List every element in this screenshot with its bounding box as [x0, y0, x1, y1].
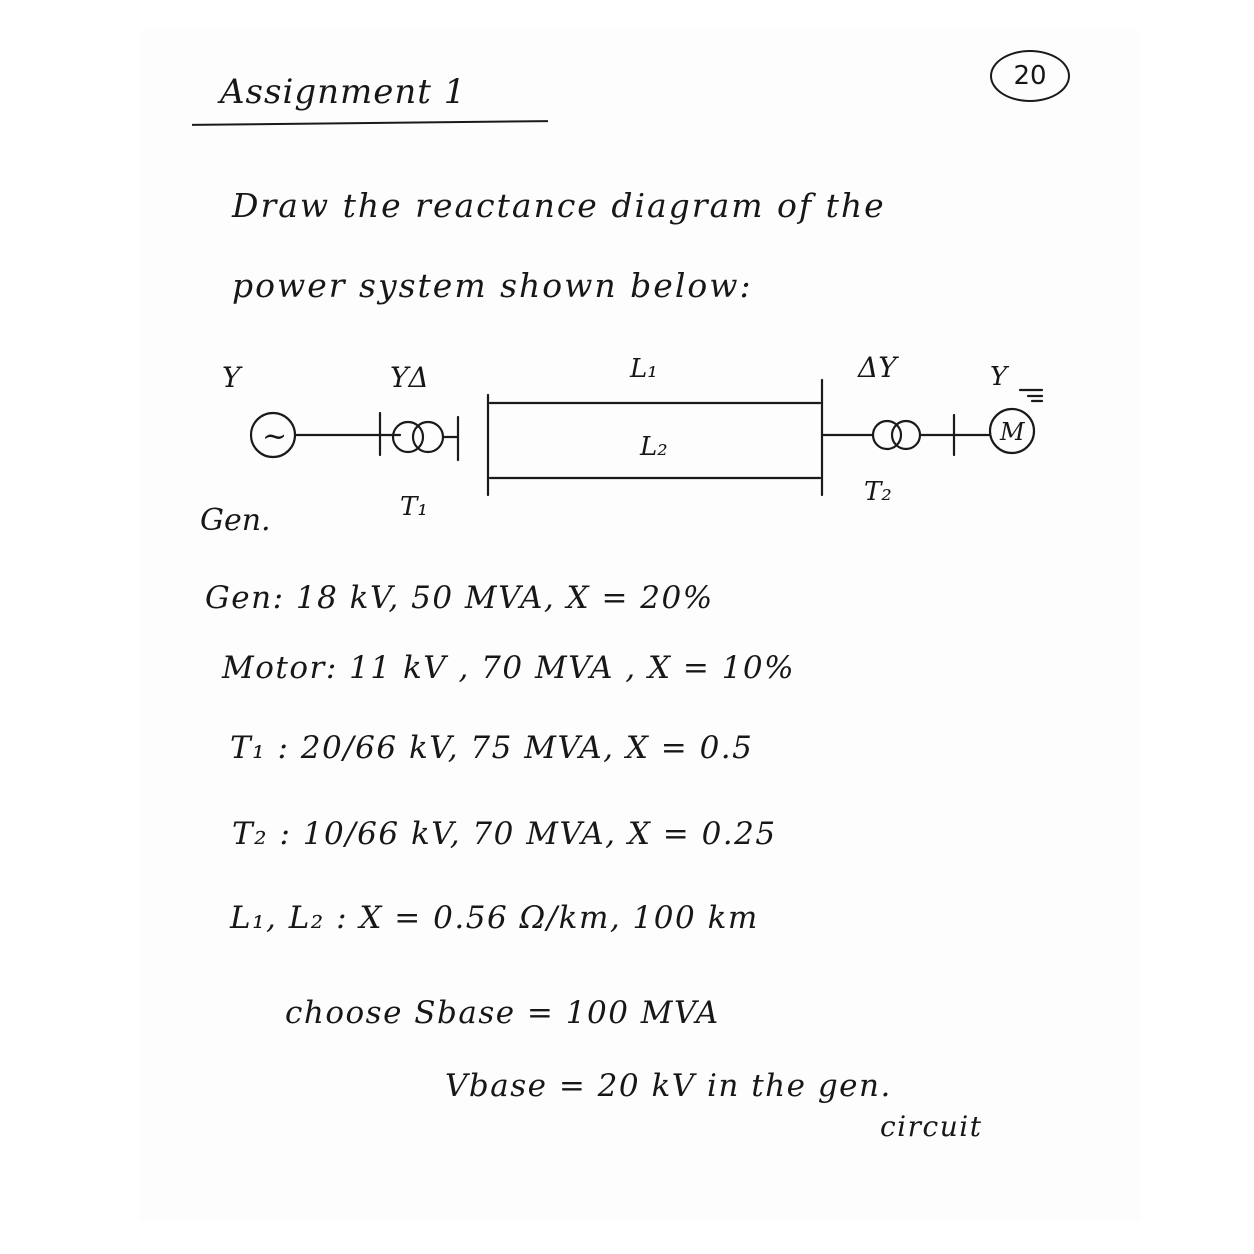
- t2-winding-primary: [871, 419, 903, 451]
- spec-vbase: Vbase = 20 kV in the gen.: [445, 1068, 892, 1104]
- paper-sheet: [140, 30, 1140, 1220]
- page-number: 20: [1013, 61, 1047, 91]
- motor-symbol-glyph: M: [999, 418, 1026, 446]
- page-number-circle: 20: [990, 50, 1070, 102]
- t2-connection-label: ΔY: [857, 355, 899, 384]
- motor-symbol: [988, 407, 1036, 455]
- spec-lines: L₁, L₂ : X = 0.56 Ω/km, 100 km: [230, 900, 759, 936]
- line-l1-label: L₁: [629, 355, 658, 384]
- line-l2-label: L₂: [639, 432, 668, 462]
- t1-connection-label: YΔ: [390, 361, 429, 394]
- gen-connection-label: Y: [222, 361, 243, 394]
- t1-winding-primary: [391, 420, 425, 454]
- t1-label: T₁: [400, 492, 428, 522]
- spec-vbase-continued: circuit: [880, 1110, 983, 1143]
- gen-symbol-glyph: ~: [262, 419, 287, 454]
- motor-connection-label: Y: [990, 362, 1010, 392]
- spec-transformer-1: T₁ : 20/66 kV, 75 MVA, X = 0.5: [230, 730, 754, 766]
- instruction-line-1: Draw the reactance diagram of the: [232, 186, 886, 225]
- t2-label: T₂: [864, 477, 892, 507]
- t2-winding-secondary: [890, 419, 922, 451]
- spec-sbase: choose Sbase = 100 MVA: [285, 995, 720, 1031]
- power-system-diagram: ~ Y YΔ L₁ L₂ ΔY Y M Gen. T₁ T₂: [200, 355, 1044, 538]
- spec-generator: Gen: 18 kV, 50 MVA, X = 20%: [205, 580, 714, 616]
- assignment-title: Assignment 1: [220, 72, 467, 112]
- gen-label: Gen.: [200, 503, 271, 538]
- spec-motor: Motor: 11 kV , 70 MVA , X = 10%: [222, 650, 796, 686]
- instruction-line-2: power system shown below:: [232, 266, 753, 305]
- spec-transformer-2: T₂ : 10/66 kV, 70 MVA, X = 0.25: [232, 816, 777, 852]
- t1-winding-secondary: [411, 420, 445, 454]
